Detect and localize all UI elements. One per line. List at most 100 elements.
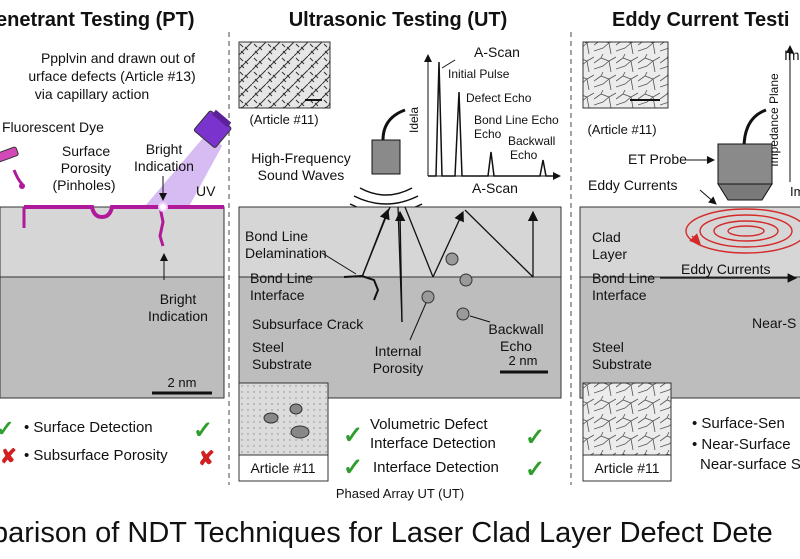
- ut-pore-2: [459, 273, 473, 287]
- ec-eddy-loops: [685, 208, 800, 254]
- ut-porosity-line-1: Internal: [375, 343, 422, 359]
- ut-transducer-icon: [349, 108, 423, 214]
- ut-article-bottom: Article #11: [250, 460, 315, 476]
- ut-footer: Phased Array UT (UT): [336, 486, 464, 501]
- ut-pore-4: [456, 307, 470, 321]
- figure-title: parison of NDT Techniques for Laser Clad…: [0, 517, 773, 549]
- ut-pore-1: [445, 252, 459, 266]
- pt-uv-label: UV: [196, 183, 216, 199]
- ut-scale-label: 2 nm: [509, 353, 538, 368]
- ut-backwall-line-2: Echo: [500, 338, 532, 354]
- pt-scale-label: 2 nm: [168, 375, 197, 390]
- ec-clad-line-1: Clad: [592, 229, 621, 245]
- ec-clad-line-2: Layer: [592, 246, 627, 262]
- ut-porosity-line-2: Porosity: [373, 360, 424, 376]
- pt-bright-spot: [158, 202, 168, 212]
- pt-substrate: [0, 276, 225, 399]
- pt-row1-label: • Surface Detection: [24, 419, 153, 436]
- ut-article-bottom-box: [238, 454, 329, 482]
- pt-desc-line-1: Ppplvin and drawn out of: [41, 50, 195, 66]
- ut-row1-left-check-icon: ✓: [343, 422, 363, 449]
- ut-panel: Ultrasonic Testing (UT) (Article #11) Hi…: [238, 9, 562, 501]
- ut-backwall-line-1: Backwall: [488, 321, 543, 337]
- pt-row2-label: • Subsurface Porosity: [24, 447, 168, 464]
- ascan-peak-defect: Defect Echo: [466, 91, 532, 105]
- dye-dropper-icon: [0, 146, 25, 189]
- pt-porosity-line-2: Porosity: [61, 160, 112, 176]
- pt-clad-layer: [0, 206, 225, 278]
- pt-row2-right-cross-icon: ✘: [198, 448, 215, 470]
- ec-steel-line-2: Substrate: [592, 356, 652, 372]
- ec-article-top: (Article #11): [587, 122, 656, 137]
- ec-micrograph-bottom: [582, 382, 672, 456]
- ec-bullet-1: • Surface-Sen: [692, 415, 785, 432]
- ascan-ylabel: Idela: [407, 107, 421, 133]
- uv-lamp-icon: [193, 109, 232, 148]
- ut-sound-paths: [361, 206, 539, 323]
- ascan-trace: [428, 61, 556, 177]
- ec-eddy-label-2: Eddy Currents: [681, 261, 770, 277]
- ut-row2-right-check-icon: ✓: [525, 456, 545, 483]
- ut-hf-line-1: High-Frequency: [251, 150, 351, 166]
- ut-row2-label: Interface Detection: [373, 459, 499, 476]
- ascan-plot: A-Scan Idela Initial Pulse Defect Echo B…: [407, 44, 561, 196]
- ut-interface-line-2: Interface: [250, 287, 305, 303]
- ut-delam-line-2: Delamination: [245, 245, 327, 261]
- ec-plane-bottom: Im: [790, 184, 800, 199]
- ascan-peak-bondline: Bond Line Echo: [474, 113, 559, 127]
- ec-plane-axis-label: Impedance Plane: [767, 73, 781, 167]
- uv-beam: [140, 132, 222, 212]
- ec-near-label: Near-S: [752, 315, 796, 331]
- ec-panel: Eddy Current Testi (Article #11) Impedan…: [579, 9, 800, 482]
- ec-eddy-label: Eddy Currents: [588, 177, 677, 193]
- ut-hf-line-2: Sound Waves: [258, 167, 345, 183]
- ut-crack-label: Subsurface Crack: [252, 316, 364, 332]
- ec-interface-line-1: Bond Line: [592, 270, 655, 286]
- ascan-peak-bondline-echo: Echo: [474, 127, 502, 141]
- ut-heading: Ultrasonic Testing (UT): [289, 9, 508, 31]
- ut-subsurface-crack: [343, 274, 380, 301]
- ut-delam-line-1: Bond Line: [245, 228, 308, 244]
- pt-row1-left-check-icon: ✓: [0, 416, 14, 441]
- ut-row1-line-1: Volumetric Defect: [370, 416, 488, 433]
- ut-pore-3: [421, 290, 435, 304]
- pt-dye-surface: [24, 205, 224, 220]
- ascan-title: A-Scan: [474, 44, 520, 60]
- ec-steel-line-1: Steel: [592, 339, 624, 355]
- ascan-peak-initial: Initial Pulse: [448, 67, 510, 81]
- ec-probe-icon: [717, 108, 773, 201]
- ec-substrate: [579, 276, 800, 399]
- ascan-xlabel: A-Scan: [472, 180, 518, 196]
- ut-steel-line-1: Steel: [252, 339, 284, 355]
- ut-interface-line-1: Bond Line: [250, 270, 313, 286]
- pt-row1-right-check-icon: ✓: [193, 417, 213, 444]
- ut-row2-left-check-icon: ✓: [343, 454, 363, 481]
- pt-heading: enetrant Testing (PT): [0, 9, 195, 31]
- ascan-peak-backwall-echo: Echo: [510, 148, 538, 162]
- ec-interface-line-2: Interface: [592, 287, 647, 303]
- ut-micrograph-top: [238, 41, 331, 109]
- pt-dye-crack-right: [158, 206, 165, 247]
- pt-panel: enetrant Testing (PT) Ppplvin and drawn …: [0, 9, 232, 470]
- ec-bullet-3: Near-surface S: [700, 456, 800, 473]
- pt-bright-bottom-line-1: Bright: [160, 291, 197, 307]
- ec-probe-label: ET Probe: [628, 151, 687, 167]
- ut-row1-line-2: Interface Detection: [370, 435, 496, 452]
- pt-dye-label: Fluorescent Dye: [2, 119, 104, 135]
- pt-bright-top-line-2: Indication: [134, 158, 194, 174]
- pt-porosity-line-1: Surface: [62, 143, 110, 159]
- pt-porosity-line-3: (Pinholes): [52, 177, 115, 193]
- ut-micrograph-bottom: [238, 382, 329, 456]
- ec-plane-top: Im: [784, 47, 800, 63]
- ut-steel-line-2: Substrate: [252, 356, 312, 372]
- ec-heading: Eddy Current Testi: [612, 9, 789, 31]
- ut-article-top: (Article #11): [249, 112, 318, 127]
- pt-row2-left-cross-icon: ✘: [0, 446, 17, 468]
- pt-bright-bottom-line-2: Indication: [148, 308, 208, 324]
- pt-desc-line-3: via capillary action: [35, 86, 149, 102]
- pt-desc-line-2: urface defects (Article #13): [28, 68, 195, 84]
- ec-article-bottom-box: [582, 454, 672, 482]
- ascan-peak-backwall: Backwall: [508, 134, 555, 148]
